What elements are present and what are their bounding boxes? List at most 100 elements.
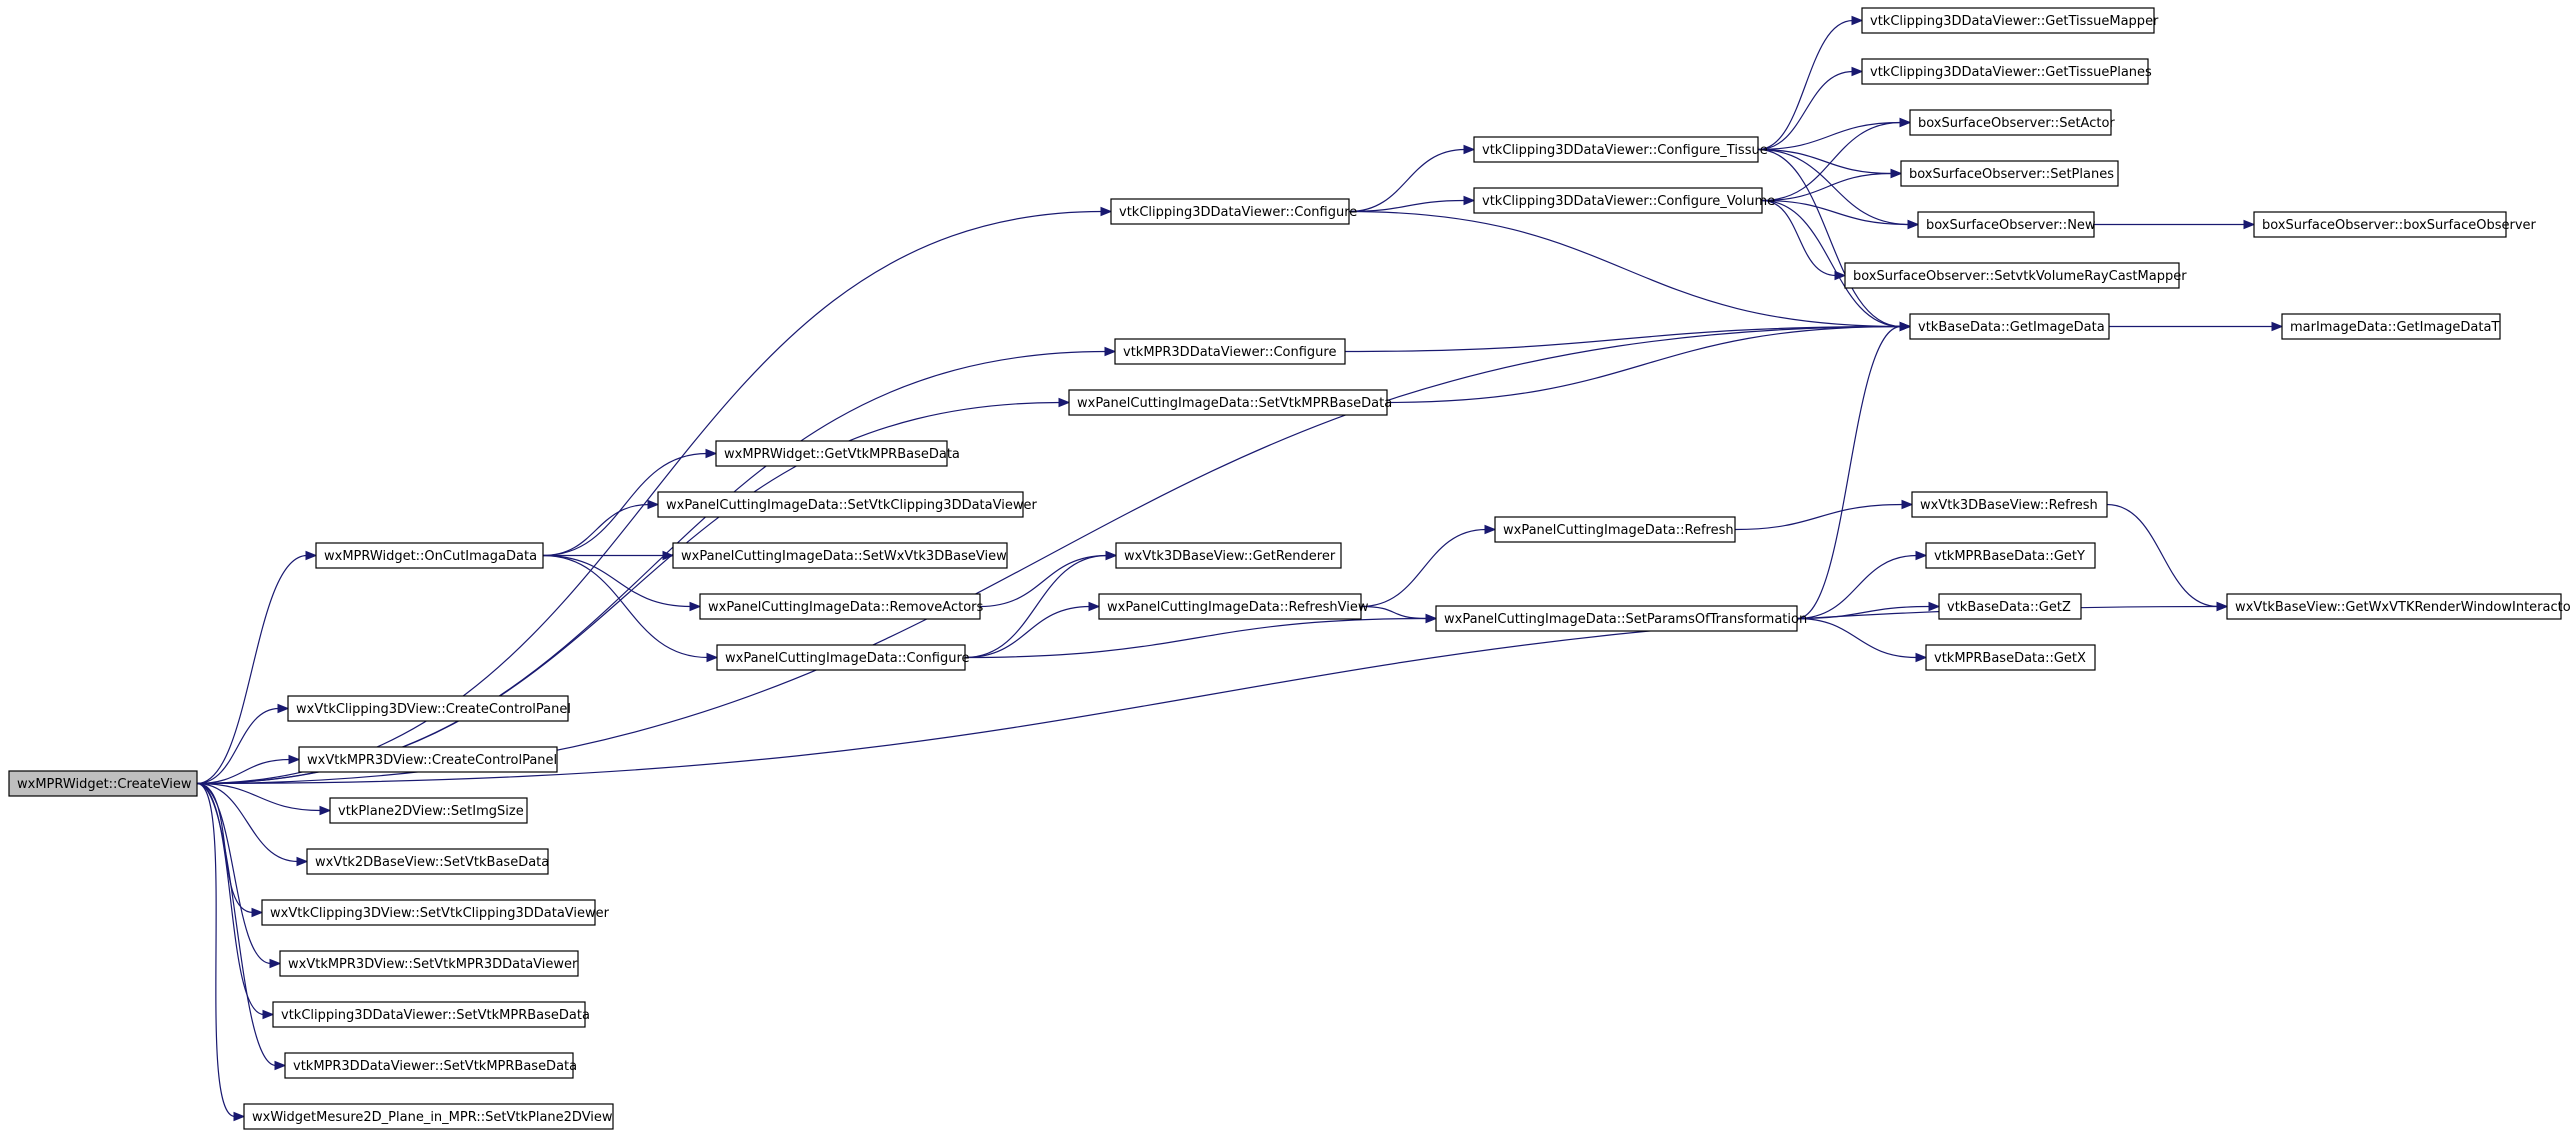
node-box bbox=[1494, 516, 1736, 543]
node-vtkclipping3ddataviewer-configure-volume[interactable]: vtkClipping3DDataViewer::Configure_Volum… bbox=[1473, 187, 1775, 214]
node-label: wxPanelCuttingImageData::SetParamsOfTran… bbox=[1444, 612, 1807, 627]
node-box bbox=[699, 593, 981, 620]
node-vtkclipping3ddataviewer-setvtkmprbasedata[interactable]: vtkClipping3DDataViewer::SetVtkMPRBaseDa… bbox=[272, 1001, 590, 1028]
arrowhead-icon bbox=[296, 856, 309, 867]
node-label: wxPanelCuttingImageData::SetVtkClipping3… bbox=[666, 498, 1037, 513]
node-wxpanelcuttingimagedata-setparamsoftransformation[interactable]: wxPanelCuttingImageData::SetParamsOfTran… bbox=[1435, 605, 1807, 632]
node-wxvtkmpr3dview-setvtkmpr3ddataviewer[interactable]: wxVtkMPR3DView::SetVtkMPR3DDataViewer bbox=[279, 950, 579, 977]
node-box bbox=[1110, 198, 1350, 225]
node-wxvtkclipping3dview-setvtkclipping3ddataviewer[interactable]: wxVtkClipping3DView::SetVtkClipping3DDat… bbox=[261, 899, 610, 926]
node-label: wxMPRWidget::OnCutImagaData bbox=[324, 549, 537, 564]
node-vtkclipping3ddataviewer-configure[interactable]: vtkClipping3DDataViewer::Configure bbox=[1110, 198, 1357, 225]
node-wxvtkmpr3dview-createcontrolpanel[interactable]: wxVtkMPR3DView::CreateControlPanel bbox=[298, 746, 558, 773]
node-vtkmprbasedata-getx[interactable]: vtkMPRBaseData::GetX bbox=[1925, 644, 2096, 671]
node-wxvtkbaseview-getwxvtkrenderwindowinteractor[interactable]: wxVtkBaseView::GetWxVTKRenderWindowInter… bbox=[2226, 593, 2570, 620]
edge-wxmprwidget-createview-to-wxvtkclipping3dview-createcontrolpanel bbox=[196, 703, 290, 785]
edge-line bbox=[964, 605, 1091, 659]
node-wxpanelcuttingimagedata-removeactors[interactable]: wxPanelCuttingImageData::RemoveActors bbox=[699, 593, 983, 620]
node-vtkmprbasedata-gety[interactable]: vtkMPRBaseData::GetY bbox=[1925, 542, 2096, 569]
node-wxmprwidget-oncutimagadata[interactable]: wxMPRWidget::OnCutImagaData bbox=[315, 542, 544, 569]
node-wxvtk3dbaseview-refresh[interactable]: wxVtk3DBaseView::Refresh bbox=[1911, 491, 2108, 518]
node-wxpanelcuttingimagedata-setvtkclipping3ddataviewer[interactable]: wxPanelCuttingImageData::SetVtkClipping3… bbox=[657, 491, 1037, 518]
node-label: wxMPRWidget::GetVtkMPRBaseData bbox=[724, 447, 960, 462]
node-boxsurfaceobserver-boxsurfaceobserver[interactable]: boxSurfaceObserver::boxSurfaceObserver bbox=[2253, 211, 2537, 238]
arrowhead-icon bbox=[1851, 15, 1864, 26]
node-marimagedata-getimagedatat[interactable]: marImageData::GetImageDataT bbox=[2281, 313, 2501, 340]
edge-line bbox=[196, 758, 291, 785]
node-box bbox=[306, 848, 549, 875]
node-vtkplane2dview-setimgsize[interactable]: vtkPlane2DView::SetImgSize bbox=[329, 797, 528, 824]
node-vtkmpr3ddataviewer-configure[interactable]: vtkMPR3DDataViewer::Configure bbox=[1114, 338, 1346, 365]
edge-line bbox=[1757, 19, 1854, 151]
arrowhead-icon bbox=[2271, 321, 2284, 332]
edge-wxpanelcuttingimagedata-configure-to-wxvtk3dbaseview-getrenderer bbox=[964, 550, 1118, 659]
node-wxpanelcuttingimagedata-setwxvtk3dbaseview[interactable]: wxPanelCuttingImageData::SetWxVtk3DBaseV… bbox=[672, 542, 1008, 569]
node-boxsurfaceobserver-new[interactable]: boxSurfaceObserver::New bbox=[1917, 211, 2096, 238]
edge-line bbox=[1796, 617, 1918, 659]
node-wxvtk3dbaseview-getrenderer[interactable]: wxVtk3DBaseView::GetRenderer bbox=[1115, 542, 1342, 569]
node-boxsurfaceobserver-setplanes[interactable]: boxSurfaceObserver::SetPlanes bbox=[1900, 160, 2119, 187]
node-vtkclipping3ddataviewer-gettissueplanes[interactable]: vtkClipping3DDataViewer::GetTissuePlanes bbox=[1861, 58, 2152, 85]
node-vtkclipping3ddataviewer-configure-tissue[interactable]: vtkClipping3DDataViewer::Configure_Tissu… bbox=[1473, 136, 1768, 163]
node-box bbox=[2253, 211, 2507, 238]
node-label: wxVtkMPR3DView::CreateControlPanel bbox=[307, 753, 557, 768]
edge-wxmprwidget-createview-to-wxmprwidget-oncutimagadata bbox=[196, 550, 318, 785]
arrowhead-icon bbox=[1463, 144, 1476, 155]
node-wxvtkclipping3dview-createcontrolpanel[interactable]: wxVtkClipping3DView::CreateControlPanel bbox=[287, 695, 571, 722]
edge-line bbox=[1757, 148, 1902, 328]
node-box bbox=[2226, 593, 2562, 620]
node-vtkmpr3ddataviewer-setvtkmprbasedata[interactable]: vtkMPR3DDataViewer::SetVtkMPRBaseData bbox=[284, 1052, 577, 1079]
node-label: boxSurfaceObserver::SetActor bbox=[1918, 116, 2115, 131]
edge-line bbox=[979, 554, 1108, 608]
node-label: vtkBaseData::GetImageData bbox=[1918, 320, 2105, 335]
node-vtkclipping3ddataviewer-gettissuemapper[interactable]: vtkClipping3DDataViewer::GetTissueMapper bbox=[1861, 7, 2159, 34]
node-label: vtkClipping3DDataViewer::GetTissueMapper bbox=[1870, 14, 2159, 29]
edge-vtkclipping3ddataviewer-configure-volume-to-boxsurfaceobserver-new bbox=[1761, 199, 1920, 230]
node-boxsurfaceobserver-setactor[interactable]: boxSurfaceObserver::SetActor bbox=[1909, 109, 2115, 136]
edge-line bbox=[1348, 148, 1466, 213]
node-vtkbasedata-getimagedata[interactable]: vtkBaseData::GetImageData bbox=[1909, 313, 2110, 340]
edge-line bbox=[1796, 554, 1918, 620]
edge-line bbox=[1757, 148, 1893, 175]
node-label: wxVtkClipping3DView::CreateControlPanel bbox=[296, 702, 571, 717]
node-box bbox=[715, 440, 948, 467]
node-wxpanelcuttingimagedata-refreshview[interactable]: wxPanelCuttingImageData::RefreshView bbox=[1098, 593, 1369, 620]
node-wxpanelcuttingimagedata-refresh[interactable]: wxPanelCuttingImageData::Refresh bbox=[1494, 516, 1736, 543]
edge-line bbox=[196, 782, 236, 1118]
node-wxvtk2dbaseview-setvtkbasedata[interactable]: wxVtk2DBaseView::SetVtkBaseData bbox=[306, 848, 549, 875]
edge-line bbox=[1796, 605, 1931, 620]
edge-wxpanelcuttingimagedata-configure-to-wxpanelcuttingimagedata-refreshview bbox=[964, 601, 1101, 659]
arrowhead-icon bbox=[1915, 652, 1928, 663]
node-wxpanelcuttingimagedata-setvtkmprbasedata[interactable]: wxPanelCuttingImageData::SetVtkMPRBaseDa… bbox=[1068, 389, 1392, 416]
arrowhead-icon bbox=[2243, 219, 2256, 230]
edge-vtkclipping3ddataviewer-configure-volume-to-boxsurfaceobserver-setactor bbox=[1761, 117, 1912, 202]
node-box bbox=[243, 1103, 614, 1130]
arrowhead-icon bbox=[1100, 206, 1113, 217]
node-box bbox=[1473, 136, 1759, 163]
node-box bbox=[1925, 644, 2096, 671]
node-wxpanelcuttingimagedata-configure[interactable]: wxPanelCuttingImageData::Configure bbox=[716, 644, 970, 671]
arrowhead-icon bbox=[689, 601, 702, 612]
node-label: vtkClipping3DDataViewer::GetTissuePlanes bbox=[1870, 65, 2152, 80]
node-wxwidgetmesure2d-plane-in-mpr-setvtkplane2dview[interactable]: wxWidgetMesure2D_Plane_in_MPR::SetVtkPla… bbox=[243, 1103, 614, 1130]
node-box bbox=[1917, 211, 2095, 238]
arrowhead-icon bbox=[288, 754, 301, 765]
edge-wxpanelcuttingimagedata-setvtkmprbasedata-to-vtkbasedata-getimagedata bbox=[1386, 321, 1912, 404]
node-vtkbasedata-getz[interactable]: vtkBaseData::GetZ bbox=[1938, 593, 2082, 620]
node-label: vtkMPRBaseData::GetY bbox=[1934, 549, 2085, 564]
node-wxmprwidget-createview[interactable]: wxMPRWidget::CreateView bbox=[8, 770, 198, 797]
edge-line bbox=[1348, 210, 1902, 328]
edge-wxmprwidget-oncutimagadata-to-wxmprwidget-getvtkmprbasedata bbox=[542, 448, 718, 557]
node-box bbox=[1938, 593, 2082, 620]
node-wxmprwidget-getvtkmprbasedata[interactable]: wxMPRWidget::GetVtkMPRBaseData bbox=[715, 440, 960, 467]
edge-wxmprwidget-createview-to-vtkmpr3ddataviewer-setvtkmprbasedata bbox=[196, 782, 287, 1071]
node-box bbox=[298, 746, 558, 773]
node-box bbox=[1114, 338, 1346, 365]
edge-line bbox=[1360, 605, 1428, 620]
arrowhead-icon bbox=[305, 550, 318, 561]
node-box bbox=[1844, 262, 2180, 289]
edge-vtkclipping3ddataviewer-configure-tissue-to-vtkclipping3ddataviewer-gettissuemapper bbox=[1757, 15, 1864, 151]
arrowhead-icon bbox=[1899, 321, 1912, 332]
node-box bbox=[1900, 160, 2119, 187]
node-boxsurfaceobserver-setvtkvolumeraycastmapper[interactable]: boxSurfaceObserver::SetvtkVolumeRayCastM… bbox=[1844, 262, 2187, 289]
